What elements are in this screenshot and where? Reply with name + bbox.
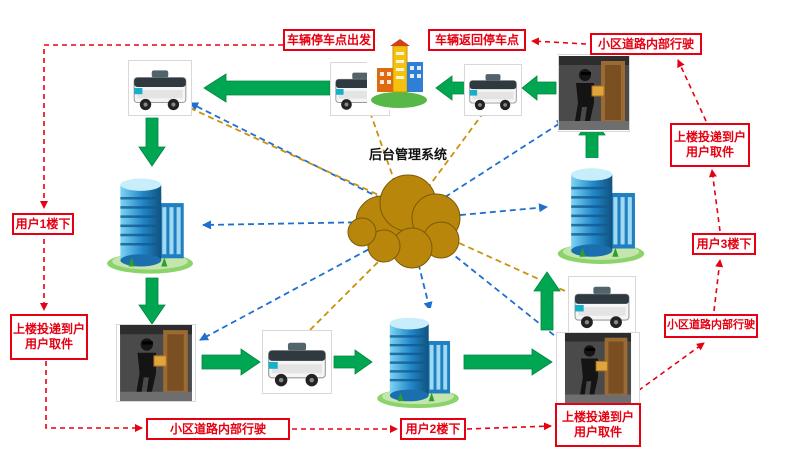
label-deliver-left: 上楼投递到户 用户取件 <box>10 314 88 360</box>
label-text: 小区道路内部行驶 <box>667 319 755 332</box>
label-text: 用户3楼下 <box>696 236 752 251</box>
label-road-top: 小区道路内部行驶 <box>590 33 702 55</box>
courier-at-door-top-right-icon <box>558 54 630 132</box>
robot-top-left-icon <box>128 60 192 116</box>
label-text: 用户取件 <box>573 425 622 439</box>
label-text: 用户取件 <box>685 145 734 159</box>
label-text: 用户2楼下 <box>405 421 461 436</box>
cloud-system-icon <box>347 174 461 269</box>
green-flow-arrows <box>138 73 606 376</box>
label-deliver-bottom: 上楼投递到户 用户取件 <box>555 403 641 447</box>
label-text: 用户取件 <box>24 337 73 351</box>
robot-returning-icon <box>464 64 522 116</box>
label-depart-parking: 车辆停车点出发 <box>283 29 375 51</box>
label-text: 上楼投递到户 <box>674 130 747 144</box>
parking-point-building-icon <box>366 38 432 110</box>
label-text: 上楼投递到户 <box>561 410 634 424</box>
building-left-icon <box>104 168 196 276</box>
label-road-right: 小区道路内部行驶 <box>664 314 758 338</box>
label-return-parking: 车辆返回停车点 <box>428 29 526 51</box>
label-text: 车辆停车点出发 <box>287 32 372 47</box>
robot-right-icon <box>568 276 636 334</box>
label-user2: 用户2楼下 <box>400 418 466 440</box>
label-deliver-right: 上楼投递到户 用户取件 <box>670 123 750 167</box>
robot-bottom-icon <box>262 330 332 394</box>
backend-system-label: 后台管理系统 <box>368 147 447 162</box>
building-bottom-icon <box>374 308 462 410</box>
courier-at-door-bottom-right-icon <box>556 332 640 404</box>
label-road-bottom: 小区道路内部行驶 <box>146 418 290 440</box>
courier-at-door-bottom-left-icon <box>116 324 196 402</box>
label-text: 小区道路内部行驶 <box>169 421 266 436</box>
label-user1: 用户1楼下 <box>12 213 74 235</box>
label-text: 上楼投递到户 <box>13 322 86 336</box>
red-route-links <box>40 37 724 433</box>
label-text: 小区道路内部行驶 <box>597 36 694 51</box>
label-text: 用户1楼下 <box>15 216 71 231</box>
building-right-icon <box>545 158 657 266</box>
label-text: 车辆返回停车点 <box>434 32 519 47</box>
label-user3: 用户3楼下 <box>692 233 756 255</box>
